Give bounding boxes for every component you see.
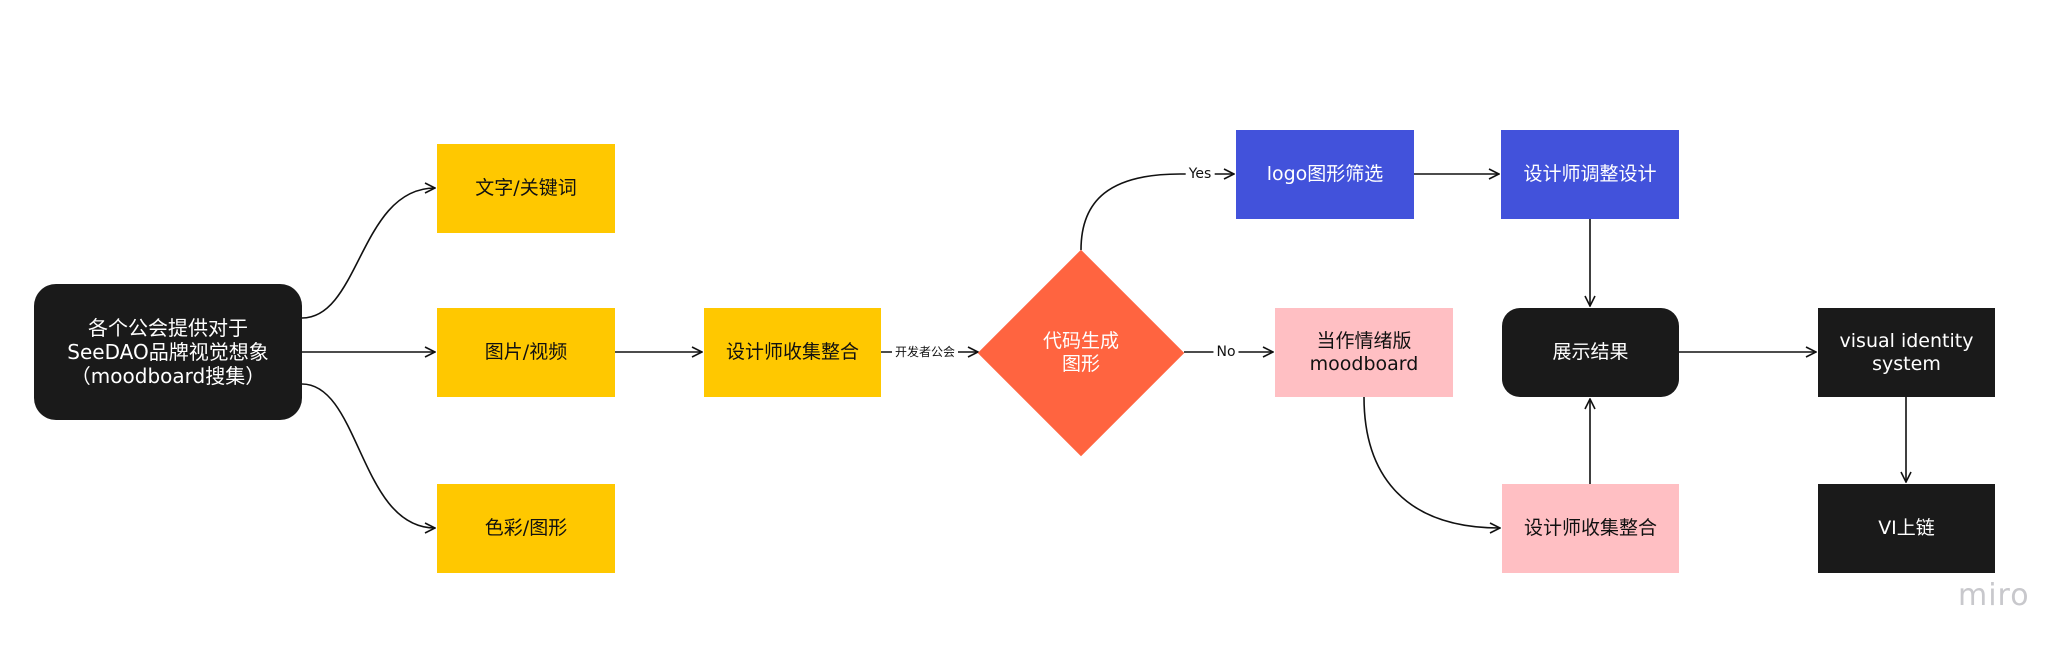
designer-collect-node[interactable]: 设计师收集整合 (704, 308, 881, 397)
vi-chain-node[interactable]: VI上链 (1818, 484, 1995, 573)
logo-filter-node[interactable]: logo图形筛选 (1236, 130, 1414, 219)
guild-moodboard-source-node[interactable]: 各个公会提供对于 SeeDAO品牌视觉想象 （moodboard搜集） (34, 284, 302, 420)
edge-label-no: No (1213, 343, 1239, 361)
moodboard-node[interactable]: 当作情绪版 moodboard (1275, 308, 1453, 397)
text-keywords-node[interactable]: 文字/关键词 (437, 144, 615, 233)
designer-collect-pink-node[interactable]: 设计师收集整合 (1502, 484, 1679, 573)
display-result-node[interactable]: 展示结果 (1502, 308, 1679, 397)
edge-label-yes: Yes (1185, 165, 1215, 183)
edge-source-to-color (301, 383, 435, 528)
miro-watermark: miro (1958, 578, 2030, 613)
image-video-node[interactable]: 图片/视频 (437, 308, 615, 397)
edge-decision-yes (1080, 174, 1234, 251)
visual-identity-system-node[interactable]: visual identity system (1818, 308, 1995, 397)
edge-source-to-text (301, 188, 435, 319)
edge-label-dev-guild: 开发者公会 (891, 343, 959, 361)
decision-label: 代码生成 图形 (1042, 330, 1119, 375)
designer-adjust-node[interactable]: 设计师调整设计 (1501, 130, 1679, 219)
edge-mood-to-collect (1363, 396, 1500, 528)
color-shape-node[interactable]: 色彩/图形 (437, 484, 615, 573)
code-generate-decision-node[interactable]: 代码生成 图形 (977, 249, 1185, 457)
